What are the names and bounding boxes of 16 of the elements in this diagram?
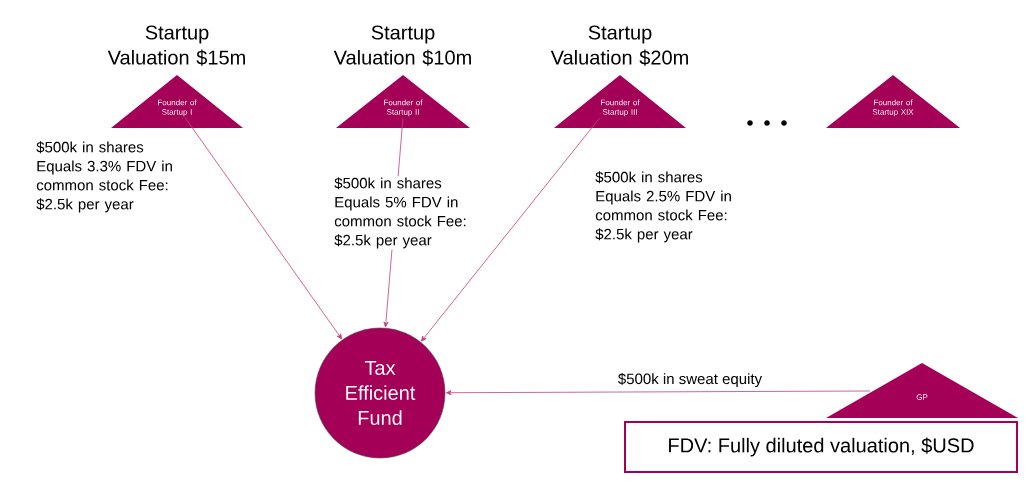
arrow [445,390,871,396]
triangle-node: Founder of Startup XIX [826,75,960,128]
valuation-heading: Startup Valuation $15m [107,25,245,66]
arrow [421,117,601,342]
edge-label: $500k in shares Equals 5% FDV in common stock Fee: $2.5k per year [333,176,488,250]
valuation-heading: Startup Valuation $20m [550,25,688,66]
triangle-node: Founder of Startup I [111,75,243,128]
triangle-node: Founder of Startup III [554,75,686,128]
triangle-node: GP [826,363,1018,418]
edge-label: $500k in shares Equals 2.5% FDV in common stock Fee: $2.5k per year [594,170,749,244]
valuation-heading: Startup Valuation $10m [333,25,471,66]
edge-label: $500k in shares Equals 3.3% FDV in common stock Fee: $2.5k per year [35,140,190,214]
arrow [184,117,343,340]
triangle-node: Founder of Startup II [336,75,470,128]
edge-label: $500k in sweat equity [616,371,764,389]
note-box: FDV: Fully diluted valuation, $USD [624,421,1018,473]
